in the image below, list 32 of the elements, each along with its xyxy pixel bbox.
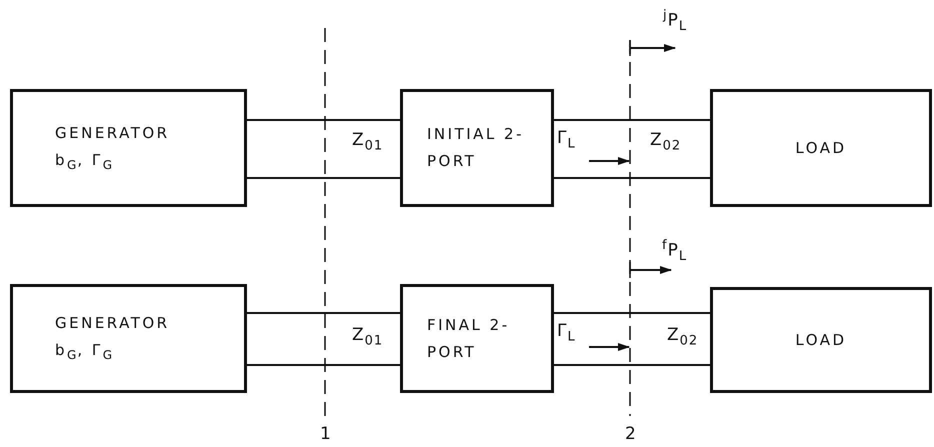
transmission-line — [554, 364, 710, 366]
transmission-line — [554, 312, 710, 314]
symbol-label: Γ$_{L}$ — [557, 128, 576, 152]
transmission-line — [554, 119, 710, 121]
block-box — [10, 284, 247, 393]
symbol-label: Z$_{02}$ — [650, 130, 682, 154]
block-box — [400, 284, 554, 393]
block-label: b$_{G}$, Γ$_{G}$ — [55, 150, 114, 174]
transmission-line — [247, 312, 400, 314]
symbol-label: $^{j}$P$_{L}$ — [663, 8, 688, 34]
block-box — [400, 89, 554, 207]
transmission-line — [247, 364, 400, 366]
block-label: LOAD — [795, 330, 847, 350]
block-box — [710, 287, 932, 393]
symbol-label: 2 — [625, 424, 637, 444]
symbol-label: Z$_{01}$ — [352, 325, 384, 348]
block-label: FINAL 2-PORT — [427, 314, 511, 362]
block-label: LOAD — [795, 138, 847, 158]
block-box — [710, 89, 932, 207]
block-label: GENERATOR — [55, 313, 170, 334]
transmission-line — [247, 119, 400, 121]
transmission-line — [554, 177, 710, 179]
symbol-label: Z$_{02}$ — [667, 325, 698, 348]
block-label: b$_{G}$, Γ$_{G}$ — [55, 340, 114, 364]
transmission-line — [247, 177, 400, 179]
block-box — [10, 89, 247, 207]
block-label: INITIAL 2-PORT — [427, 124, 525, 172]
symbol-label: Z$_{01}$ — [352, 130, 384, 154]
symbol-label: $^{f}$P$_{L}$ — [662, 238, 688, 264]
block-label: GENERATOR — [55, 122, 170, 144]
symbol-label: Γ$_{L}$ — [557, 321, 576, 344]
symbol-label: 1 — [320, 424, 332, 444]
